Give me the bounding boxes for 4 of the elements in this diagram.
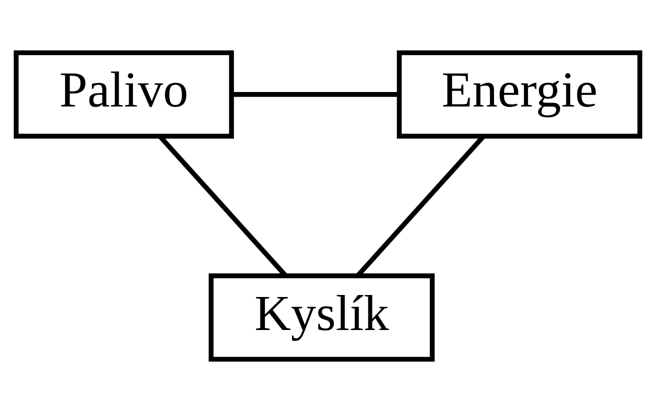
node-box: Palivo — [14, 50, 234, 139]
node-box: Kyslík — [208, 273, 435, 362]
node-box: Energie — [396, 50, 642, 139]
connector — [232, 92, 399, 97]
